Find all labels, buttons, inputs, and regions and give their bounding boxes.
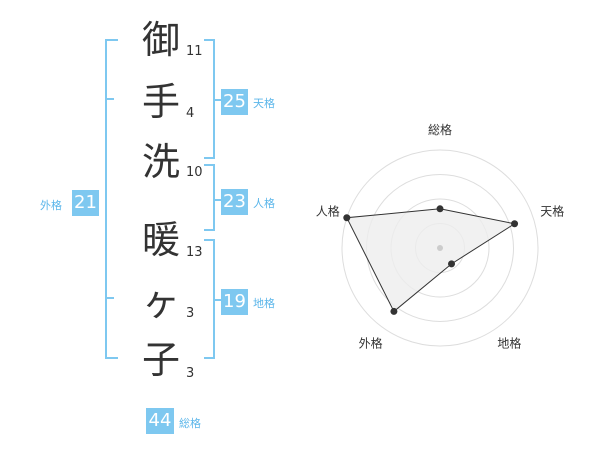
name-char-2: 手 — [141, 80, 180, 124]
soukaku-label: 総格 — [179, 417, 201, 430]
stroke-count-4: 13 — [186, 245, 203, 260]
gaikaku-bracket — [105, 39, 118, 359]
jinkaku-bracket — [204, 164, 215, 231]
radar-series-area — [346, 208, 516, 313]
radar-point-3 — [448, 260, 456, 268]
radar-axis-label-3: 地格 — [497, 335, 521, 350]
chikaku-bracket — [204, 239, 215, 359]
tenkaku-label: 天格 — [253, 97, 275, 110]
gaikaku-label: 外格 — [40, 199, 62, 212]
radar-axis-label-5: 人格 — [316, 204, 340, 219]
radar-grid-ring-4 — [341, 149, 539, 347]
stroke-count-2: 4 — [186, 106, 195, 121]
name-char-6: 子 — [141, 338, 180, 382]
kakusu-brackets — [105, 39, 222, 359]
stroke-count-5: 3 — [186, 306, 195, 321]
jinkaku-value: 23 — [221, 189, 248, 215]
radar-center — [437, 245, 443, 251]
chikaku-value: 19 — [221, 289, 248, 315]
radar-axis-label-1: 総格 — [428, 122, 452, 137]
name-char-1: 御 — [141, 18, 180, 62]
stroke-count-6: 3 — [186, 366, 195, 381]
jinkaku-label: 人格 — [253, 197, 275, 210]
radar-axis-label-4: 外格 — [359, 335, 383, 350]
radar-axis-label-2: 天格 — [540, 204, 564, 219]
radar-point-1 — [436, 205, 444, 213]
tenkaku-value: 25 — [221, 89, 248, 115]
tenkaku-bracket — [204, 39, 215, 159]
stroke-count-1: 11 — [186, 44, 203, 59]
name-char-3: 洗 — [141, 140, 180, 184]
name-char-4: 暖 — [141, 218, 180, 262]
radar-point-4 — [390, 307, 398, 315]
name-breakdown: 御 11 手 4 洗 10 暖 13 ヶ 3 子 3 25 天格 23 人格 1… — [40, 18, 275, 434]
soukaku-value: 44 — [146, 408, 174, 434]
gaikaku-value: 21 — [72, 190, 99, 216]
stroke-count-3: 10 — [186, 165, 203, 180]
chikaku-label: 地格 — [253, 297, 275, 310]
radar-point-5 — [343, 214, 351, 222]
radar-point-2 — [511, 220, 519, 228]
name-char-5: ヶ — [141, 280, 180, 324]
